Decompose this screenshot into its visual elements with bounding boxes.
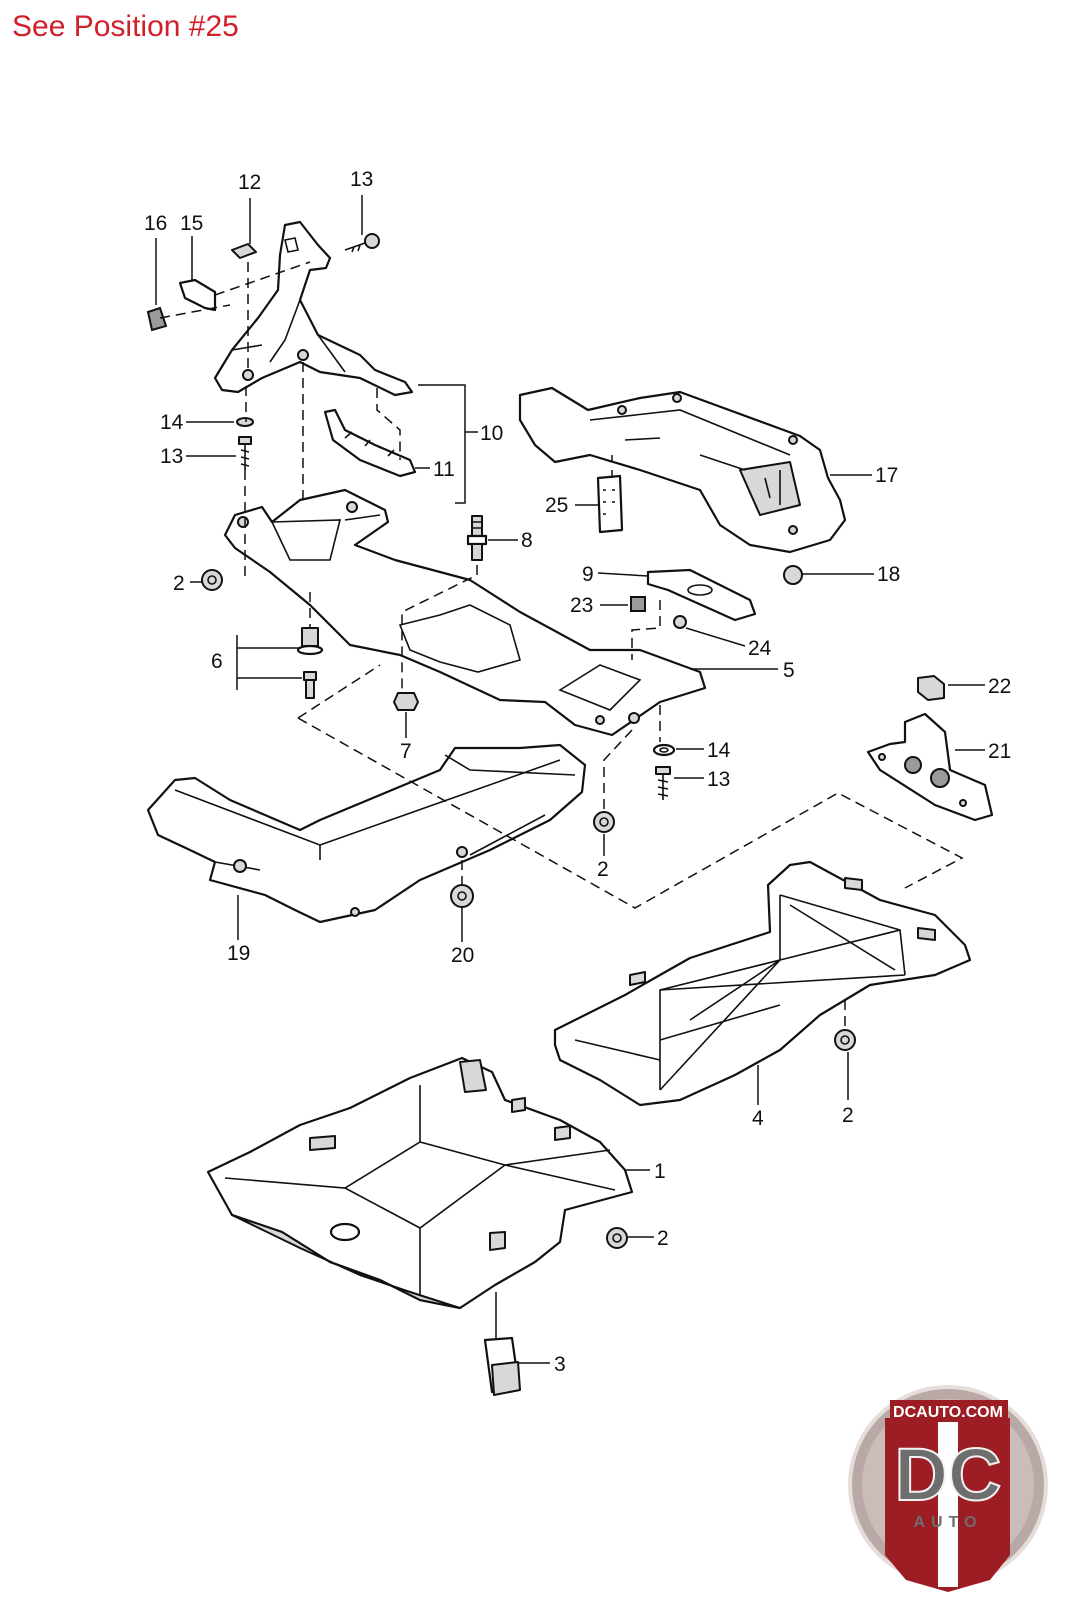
callout-2: 2 (657, 1227, 669, 1250)
logo-url: DCAUTO.COM (893, 1404, 1003, 1421)
callout-2: 2 (173, 572, 185, 595)
callout-8: 8 (521, 529, 533, 552)
nut-7 (393, 692, 419, 711)
block-3 (483, 1336, 521, 1396)
washer-14-right (652, 743, 676, 757)
bolt-8 (466, 515, 488, 561)
callout-23: 23 (570, 594, 593, 617)
callout-5: 5 (783, 659, 795, 682)
bracket-strip-11 (323, 408, 417, 478)
callout-25: 25 (545, 494, 568, 517)
logo-mark: DC (895, 1433, 1002, 1516)
callout-1: 1 (654, 1160, 666, 1183)
callout-13: 13 (160, 445, 183, 468)
bracket-25 (596, 474, 624, 534)
callout-7: 7 (400, 740, 412, 763)
dcauto-logo: DCAUTO.COM DC AUTO (848, 1385, 1048, 1592)
callout-19: 19 (227, 942, 250, 965)
callout-16: 16 (144, 212, 167, 235)
clip-16 (146, 306, 168, 332)
screw-13-right (655, 766, 671, 800)
callout-10: 10 (480, 422, 503, 445)
fastener-6 (296, 627, 324, 699)
cross-member-5 (223, 488, 707, 737)
nut-24 (673, 615, 687, 629)
callout-14: 14 (707, 739, 731, 762)
undertray-1 (206, 1056, 634, 1310)
nut-2-left (201, 569, 223, 591)
frame-panel-4 (553, 860, 972, 1107)
callout-22: 22 (988, 675, 1011, 698)
callout-12: 12 (238, 171, 261, 194)
leader-lines (155, 195, 985, 1364)
callout-9: 9 (582, 563, 594, 586)
page-title: See Position #25 (12, 10, 239, 43)
clip-23 (630, 596, 646, 612)
callout-20: 20 (451, 944, 474, 967)
callout-15: 15 (180, 212, 203, 235)
nut-18 (783, 565, 803, 585)
screw-13-mid (238, 436, 252, 470)
callout-18: 18 (877, 563, 900, 586)
nut-2-frame (834, 1029, 856, 1051)
assembly-guides (159, 261, 964, 1030)
callout-14: 14 (160, 411, 184, 434)
side-panel-17 (518, 386, 847, 554)
callout-13: 13 (350, 168, 373, 191)
screw-13-top (344, 233, 380, 253)
callout-11: 11 (433, 458, 455, 481)
callout-2: 2 (597, 858, 609, 881)
callout-labels: 12 13 16 15 14 13 10 11 17 25 8 2 9 18 2… (144, 168, 1011, 1376)
nut-2-tray (606, 1227, 628, 1249)
washer-14-top (236, 417, 254, 427)
bracket-9 (646, 568, 757, 622)
callout-6: 6 (211, 650, 223, 673)
callout-3: 3 (554, 1353, 566, 1376)
callout-21: 21 (988, 740, 1011, 763)
callout-2: 2 (842, 1104, 854, 1127)
callout-13: 13 (707, 768, 730, 791)
callout-17: 17 (875, 464, 898, 487)
logo-sub: AUTO (913, 1514, 982, 1531)
clip-12 (231, 243, 257, 259)
callout-4: 4 (752, 1107, 764, 1130)
nut-2-mid (593, 811, 615, 833)
bracket-21 (866, 712, 994, 822)
under-panel-19 (146, 743, 587, 924)
callout-24: 24 (748, 637, 772, 660)
clip-22 (917, 675, 945, 701)
nut-20 (450, 884, 474, 908)
upper-bracket (213, 220, 414, 397)
bracket-15 (178, 278, 217, 312)
